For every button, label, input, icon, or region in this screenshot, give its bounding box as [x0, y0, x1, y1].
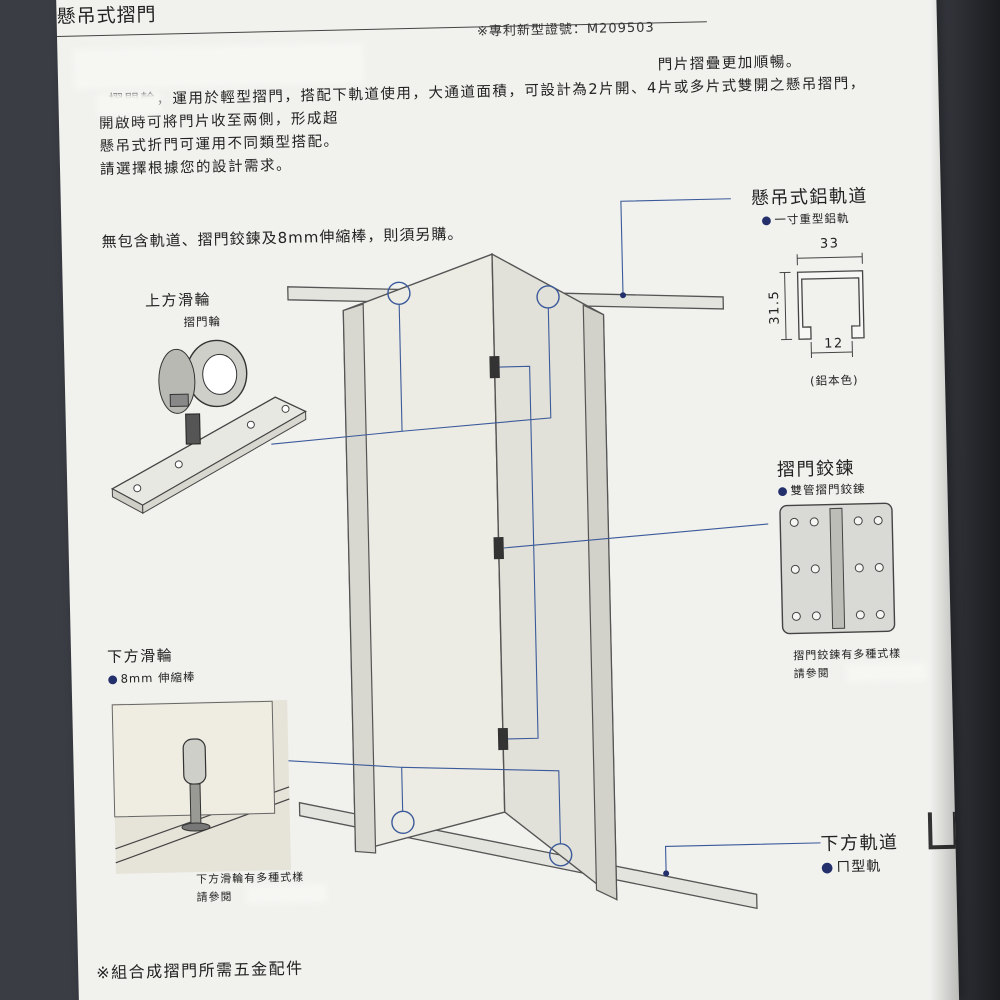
page-shadow — [930, 0, 1000, 1000]
rail-finish: (鋁本色) — [809, 372, 859, 388]
redacted-area — [246, 884, 327, 904]
hinge-title: 摺門鉸鍊 — [776, 457, 856, 481]
leader-bottom-track — [664, 842, 821, 874]
rail-dim-width: 33 — [819, 236, 840, 252]
leader-hinge — [499, 365, 539, 740]
footer-note: ※組合成摺門所需五金配件 — [96, 958, 304, 983]
leader-hinge — [503, 523, 769, 549]
bottom-roller-title: 下方滑輪 — [106, 646, 174, 667]
catalog-page: 懸吊式摺門 ※專利新型證號：M209503 門片摺疊更加順暢。 摺門輪，運用於輕… — [56, 0, 960, 1000]
door-hinge — [489, 356, 500, 379]
bottom-roller-subtitle: 8mm 伸縮棒 — [107, 669, 195, 687]
top-roller-title: 上方滑輪 — [144, 290, 212, 311]
leader-dot — [620, 292, 627, 299]
bottom-track-subtitle: ㄇ型軌 — [821, 856, 882, 877]
bottom-track-title: 下方軌道 — [820, 832, 899, 855]
top-roller-drawing — [110, 339, 307, 515]
rail-dim-gap: 12 — [824, 336, 844, 352]
rail-title: 懸吊式鋁軌道 — [750, 185, 869, 210]
leader-dot — [663, 870, 670, 877]
top-roller-subtitle: 摺門輪 — [183, 314, 222, 330]
rail-profile-drawing — [779, 252, 865, 358]
door-panel-right-edge — [582, 304, 618, 901]
hinge-subtitle: 雙管摺門鉸鍊 — [777, 481, 865, 499]
bottom-roller-inset — [111, 699, 291, 874]
leader-bottom-roller — [401, 766, 562, 844]
rail-subtitle: 一寸重型鋁軌 — [761, 210, 849, 228]
door-hinge — [497, 727, 509, 751]
door-panel-left-edge — [342, 303, 377, 854]
leader-rail — [620, 198, 731, 296]
redacted-area — [846, 662, 927, 683]
door-hinge — [493, 536, 504, 560]
leader-top-roller — [402, 307, 552, 432]
rail-dim-height: 31.5 — [766, 289, 783, 325]
hinge-drawing — [779, 502, 896, 635]
